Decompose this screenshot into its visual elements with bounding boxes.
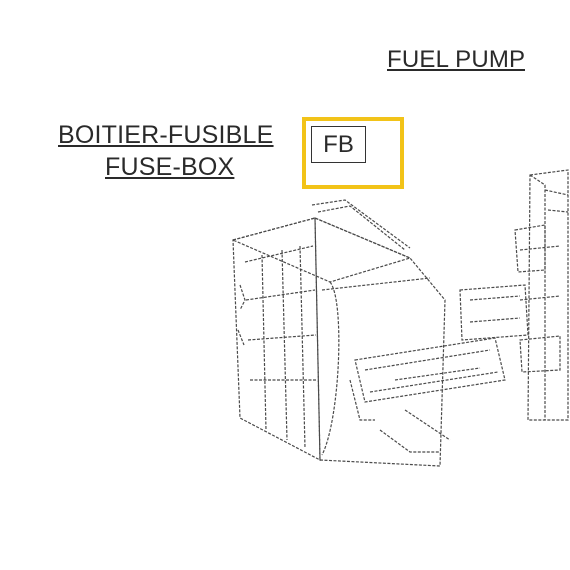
- highlight-frame: [302, 117, 404, 189]
- connector-code-box: FB: [311, 126, 366, 163]
- mounting-bracket: [459, 284, 529, 341]
- fuse-box-label-french: BOITIER-FUSIBLE: [58, 121, 274, 149]
- fuel-pump-module: [514, 169, 569, 421]
- fuse-box-body: [231, 199, 446, 467]
- fuse-box-connector: [349, 337, 506, 453]
- fuse-box-label-english: FUSE-BOX: [105, 153, 235, 181]
- fuel-pump-label: FUEL PUMP: [387, 48, 526, 73]
